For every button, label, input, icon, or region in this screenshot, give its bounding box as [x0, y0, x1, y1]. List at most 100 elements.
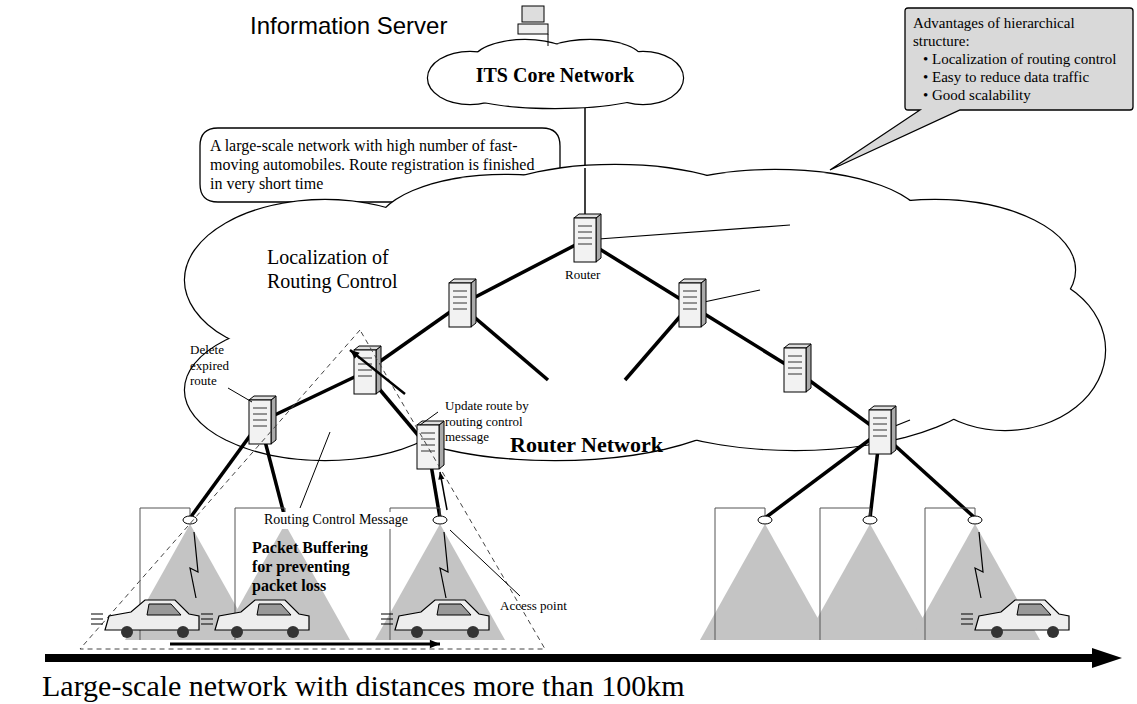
router-slot — [788, 356, 802, 357]
cloud-label: Localization of Routing Control — [267, 245, 442, 293]
router-side — [471, 279, 476, 327]
leader-line — [300, 432, 330, 508]
router-side — [806, 344, 811, 392]
cloud-puff — [575, 220, 975, 380]
router-slot — [253, 426, 267, 427]
router-top — [449, 279, 476, 283]
router-side — [596, 214, 601, 262]
router-slot — [453, 297, 467, 298]
annotation-label: Information Server — [250, 12, 520, 41]
car-wheel — [991, 626, 1003, 638]
router-slot — [578, 238, 592, 239]
control-message-arrow-head — [350, 350, 360, 359]
motion-line — [201, 619, 213, 620]
motion-line — [91, 614, 103, 615]
router — [449, 283, 471, 327]
car-window — [437, 604, 471, 615]
router-top — [869, 406, 896, 410]
car — [975, 600, 1069, 630]
router-top — [784, 344, 811, 348]
car-wheel — [231, 626, 243, 638]
access-point-pole — [715, 508, 765, 640]
router-slot — [358, 376, 372, 377]
router — [417, 425, 439, 469]
link-line — [585, 225, 790, 240]
router — [679, 283, 701, 327]
callout-text: A large-scale network with high number o… — [200, 128, 560, 202]
router-top — [574, 214, 601, 218]
annotation-label: Router — [565, 267, 625, 283]
router-slot — [253, 420, 267, 421]
car — [395, 600, 489, 630]
router-side — [271, 396, 276, 444]
router-slot — [421, 439, 435, 440]
router-slot — [873, 430, 887, 431]
travel-arrow-head — [430, 640, 440, 649]
car-wheel — [121, 626, 133, 638]
router — [574, 218, 596, 262]
cloud-fill — [575, 220, 975, 380]
control-message-arrow — [350, 350, 405, 394]
distance-bar-head — [1092, 648, 1122, 668]
callout-line: • Good scalability — [913, 86, 1125, 104]
router — [784, 348, 806, 392]
cloud-label: Router Network — [510, 432, 710, 458]
annotation-label: Routing Control Message — [262, 512, 410, 529]
motion-line — [381, 624, 393, 625]
wireless-link — [975, 532, 983, 598]
router-slot — [788, 362, 802, 363]
router-slot — [578, 232, 592, 233]
leader-line — [228, 388, 252, 402]
scale-caption: Large-scale network with distances more … — [42, 668, 1042, 704]
motion-line — [91, 619, 103, 620]
router-slot — [683, 291, 697, 292]
routing-domain — [80, 330, 545, 649]
router-slot — [358, 370, 372, 371]
annotation-label: Packet Buffering for preventing packet l… — [252, 538, 388, 596]
radio-cone — [805, 524, 935, 640]
router-top — [679, 279, 706, 283]
access-point — [758, 516, 772, 524]
car-window — [1017, 604, 1051, 615]
network-cloud: ITS Core Network — [425, 38, 685, 110]
router-side — [439, 421, 444, 469]
router-slot — [873, 418, 887, 419]
car-window — [147, 604, 181, 615]
access-point — [968, 516, 982, 524]
backbone-link — [765, 432, 880, 518]
link-line — [584, 107, 586, 173]
router-slot — [253, 408, 267, 409]
router-slot — [578, 226, 592, 227]
motion-line — [91, 624, 103, 625]
radio-cone — [375, 524, 505, 640]
motion-line — [201, 614, 213, 615]
router-slot — [683, 309, 697, 310]
motion-line — [381, 614, 393, 615]
router-slot — [873, 436, 887, 437]
car — [215, 600, 309, 630]
distance-bar — [45, 654, 1095, 662]
motion-line — [961, 614, 973, 615]
router-slot — [453, 291, 467, 292]
network-link — [585, 107, 586, 173]
cloud-outline — [175, 170, 1105, 475]
callout-text: Advantages of hierarchical structure:• L… — [905, 8, 1133, 110]
car — [105, 600, 199, 630]
router-slot — [683, 297, 697, 298]
leader-line — [450, 530, 520, 596]
car-wheel — [177, 626, 189, 638]
router-slot — [421, 433, 435, 434]
router-side — [891, 406, 896, 454]
router — [869, 410, 891, 454]
car-window — [257, 604, 291, 615]
travel-arrow — [170, 643, 440, 646]
router-slot — [578, 244, 592, 245]
access-point-pole — [925, 508, 975, 640]
server-case — [518, 24, 548, 34]
access-point — [183, 516, 197, 524]
callout-line: A large-scale network with high number o… — [210, 136, 550, 194]
wireless-link — [440, 532, 448, 598]
router-slot — [421, 451, 435, 452]
